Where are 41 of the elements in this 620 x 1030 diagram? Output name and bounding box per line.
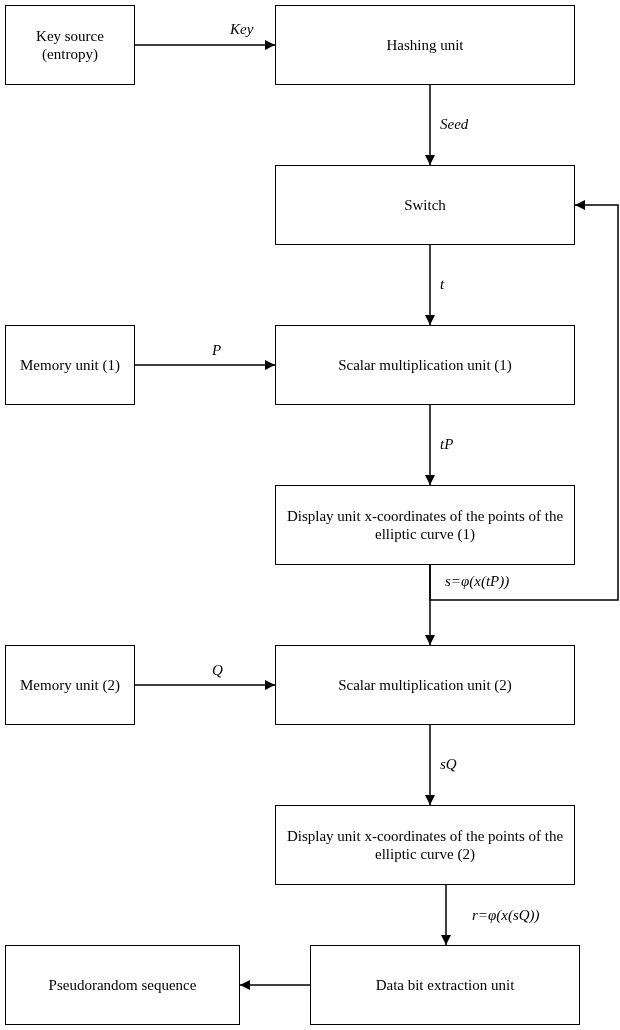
box-label: Memory unit (1) xyxy=(19,356,121,374)
edge-label: Q xyxy=(212,663,223,678)
arrow xyxy=(134,680,276,690)
box-label: Hashing unit xyxy=(385,36,465,54)
process-box xyxy=(5,5,135,85)
box-label: Display unit x-coordinates of the points of the elliptic curve (1) xyxy=(285,507,565,543)
box-label: Scalar multiplication unit (2) xyxy=(337,676,513,694)
arrow xyxy=(425,84,435,166)
arrow xyxy=(425,404,435,486)
process-box xyxy=(5,325,135,405)
box-label: Scalar multiplication unit (1) xyxy=(337,356,513,374)
box-label: Key source (entropy) xyxy=(35,27,105,63)
box-label: Pseudorandom sequence xyxy=(47,976,198,994)
box-label: Display unit x-coordinates of the points of the elliptic curve (2) xyxy=(285,827,565,863)
arrow xyxy=(425,244,435,326)
process-box xyxy=(275,165,575,245)
box-label: Data bit extraction unit xyxy=(374,976,516,994)
process-box xyxy=(5,945,240,1025)
process-box xyxy=(310,945,580,1025)
arrow xyxy=(425,724,435,806)
process-box xyxy=(275,645,575,725)
process-box xyxy=(275,805,575,885)
edge-label: r=φ(x(sQ)) xyxy=(472,908,540,923)
arrow xyxy=(134,40,276,50)
process-box xyxy=(275,485,575,565)
arrow xyxy=(429,200,619,601)
edge-label: Key xyxy=(230,22,254,37)
box-label: Switch xyxy=(403,196,447,214)
edge-label: Seed xyxy=(440,117,469,132)
arrow xyxy=(441,884,451,946)
edge-label: s=φ(x(tP)) xyxy=(445,574,510,589)
box-label: Memory unit (2) xyxy=(19,676,121,694)
process-box xyxy=(5,645,135,725)
edge-label: tP xyxy=(440,437,454,452)
edge-label: sQ xyxy=(440,757,457,772)
edge-label: t xyxy=(440,277,445,292)
process-box xyxy=(275,5,575,85)
arrow xyxy=(134,360,276,370)
process-box xyxy=(275,325,575,405)
edge-label: P xyxy=(212,343,222,358)
arrow xyxy=(239,980,311,990)
